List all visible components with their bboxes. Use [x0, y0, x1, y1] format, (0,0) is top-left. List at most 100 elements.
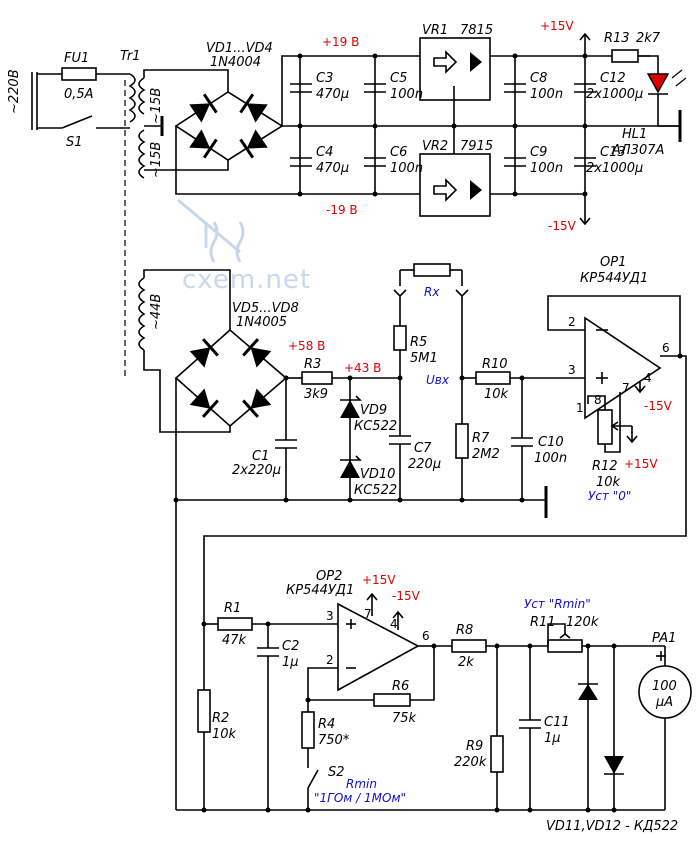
- label-r13-value: 2k7: [636, 31, 661, 46]
- label-v-neg15: -15V: [548, 219, 577, 233]
- label-r4: R4: [318, 717, 335, 732]
- label-op1-pos: +15V: [624, 457, 658, 471]
- label-range: "1ГОм / 1МОм": [314, 791, 406, 805]
- label-v43: +43 В: [344, 361, 381, 375]
- resistor-r5: [393, 325, 407, 351]
- label-tr1: Tr1: [120, 49, 141, 64]
- op2-pin3: 3: [326, 609, 334, 623]
- label-bridge2: VD5...VD8: [232, 301, 299, 316]
- label-fu1-value: 0,5A: [64, 87, 94, 102]
- resistor-r1: [217, 617, 253, 631]
- led-hl1: [646, 73, 670, 94]
- label-c13: C13: [600, 145, 626, 160]
- label-r10: R10: [482, 357, 508, 372]
- label-op2-part: КР544УД1: [286, 583, 354, 598]
- label-c1-value: 2x220µ: [232, 463, 281, 478]
- switch-s2: [307, 769, 319, 789]
- label-vr2-part: 7915: [460, 139, 493, 154]
- label-c3-value: 470µ: [316, 87, 349, 102]
- label-vd10-part: КС522: [354, 483, 397, 498]
- label-r1: R1: [224, 601, 241, 616]
- label-c6: C6: [390, 145, 407, 160]
- label-fu1: FU1: [64, 51, 89, 66]
- label-w1b: ~15В: [149, 142, 164, 178]
- label-r2-value: 10k: [212, 727, 237, 742]
- label-rmin: Rmin: [346, 777, 377, 791]
- resistor-r6: [373, 693, 411, 707]
- label-r9: R9: [466, 739, 483, 754]
- label-r8-value: 2k: [458, 655, 474, 670]
- label-w2: ~44В: [149, 294, 164, 330]
- label-diodes: VD11,VD12 - КД522: [546, 819, 678, 834]
- label-r7: R7: [472, 431, 490, 446]
- label-c11-value: 1µ: [544, 731, 561, 746]
- label-r2: R2: [212, 711, 229, 726]
- label-vd9: VD9: [360, 403, 387, 418]
- resistor-r12: [597, 409, 613, 445]
- opamp-op1: [203, 295, 687, 624]
- label-vd9-part: КС522: [354, 419, 397, 434]
- op2-pin6: 6: [422, 629, 430, 643]
- label-r3-value: 3k9: [304, 387, 328, 402]
- label-c10: C10: [538, 435, 564, 450]
- label-vd10: VD10: [360, 467, 395, 482]
- bridge-vd5-vd8: [143, 269, 288, 810]
- label-s2: S2: [328, 765, 345, 780]
- regulator-vr1: [419, 37, 491, 129]
- label-pa1-value: 100: [652, 679, 677, 694]
- label-c12-value: 2x1000µ: [586, 87, 643, 102]
- label-r5: R5: [410, 335, 427, 350]
- label-v-pos19: +19 В: [322, 35, 359, 49]
- label-c4-value: 470µ: [316, 161, 349, 176]
- resistor-r2: [197, 689, 211, 733]
- resistor-r11: [547, 639, 583, 653]
- label-r4-value: 750*: [318, 733, 350, 748]
- filter-caps: [282, 53, 680, 197]
- label-r6-value: 75k: [392, 711, 417, 726]
- label-rmin-adj: Уст "Rmin": [524, 597, 591, 611]
- label-vr2: VR2: [422, 139, 448, 154]
- label-c6-value: 100n: [390, 161, 423, 176]
- op1-pin7: 7: [622, 381, 630, 395]
- label-c9-value: 100n: [530, 161, 563, 176]
- transformer-tr1: [124, 73, 146, 380]
- label-c9: C9: [530, 145, 547, 160]
- label-c8-value: 100n: [530, 87, 563, 102]
- label-c7: C7: [414, 441, 432, 456]
- resistor-r13: [611, 49, 639, 63]
- resistor-r4: [301, 711, 315, 749]
- label-c8: C8: [530, 71, 547, 86]
- label-c11: C11: [544, 715, 570, 730]
- op1-pin2: 2: [568, 315, 576, 329]
- label-c13-value: 2x1000µ: [586, 161, 643, 176]
- label-c7-value: 220µ: [408, 457, 441, 472]
- fuse-fu1: [61, 67, 97, 81]
- resistor-r3: [301, 371, 333, 385]
- label-op1-part: КР544УД1: [580, 271, 648, 286]
- watermark-screwdriver-icon: [177, 198, 245, 263]
- label-r11: R11: [530, 615, 556, 630]
- label-bridge1: VD1...VD4: [206, 41, 273, 56]
- bridge-vd1-vd4: [143, 55, 420, 195]
- label-r5-value: 5М1: [410, 351, 438, 366]
- label-op2: OP2: [316, 569, 342, 584]
- label-r9-value: 220k: [454, 755, 487, 770]
- resistor-rx: [413, 263, 451, 277]
- label-vr1-part: 7815: [460, 23, 493, 38]
- op1-pin3: 3: [568, 363, 576, 377]
- switch-s1: [61, 115, 93, 129]
- label-c5-value: 100n: [390, 87, 423, 102]
- label-v-neg19: -19 В: [326, 203, 358, 217]
- opamp-op2: [337, 602, 420, 692]
- label-r8: R8: [456, 623, 473, 638]
- op2-pin7: 7: [364, 607, 372, 621]
- label-pa1: PA1: [652, 631, 676, 646]
- label-c1: C1: [252, 449, 269, 464]
- op1-pin4: 4: [644, 371, 652, 385]
- label-r1-value: 47k: [222, 633, 247, 648]
- label-r10-value: 10k: [484, 387, 509, 402]
- label-v58: +58 В: [288, 339, 325, 353]
- label-c2-value: 1µ: [282, 655, 299, 670]
- op1-pin8: 8: [594, 393, 602, 407]
- label-bridge1-part: 1N4004: [210, 55, 261, 70]
